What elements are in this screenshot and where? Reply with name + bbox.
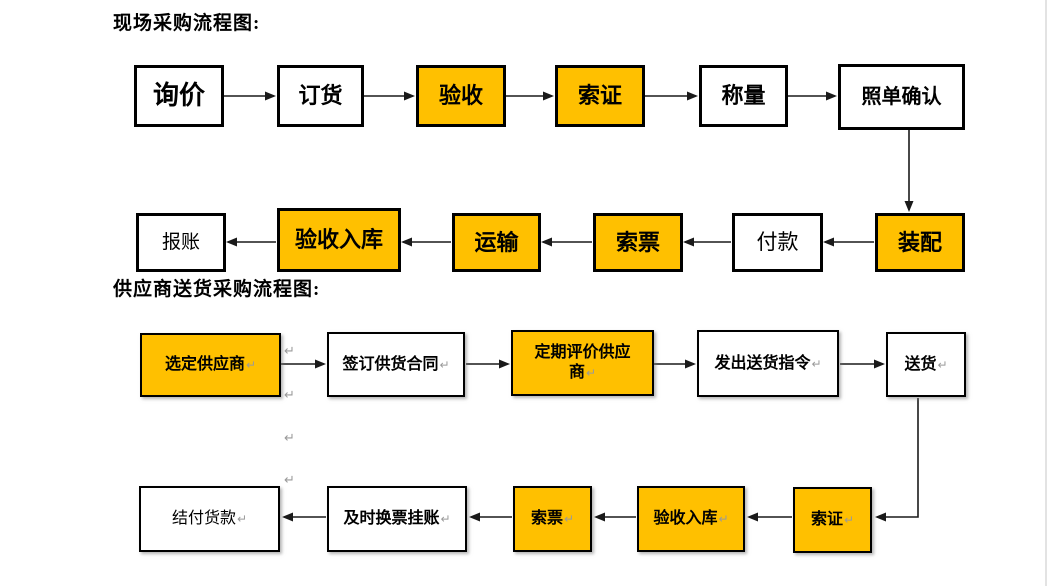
return-mark: ↵ <box>585 366 597 380</box>
flow-box-acceptance-warehousing-2: 验收入库↵ <box>637 486 745 552</box>
box-label: 验收入库 <box>294 227 383 253</box>
flow-box-order: 订货 <box>277 65 364 127</box>
box-label: 签订供货合同↵ <box>342 355 450 373</box>
return-mark: ↵ <box>937 357 948 372</box>
box-label: 索票 <box>615 229 660 255</box>
box-label: 及时换票挂账↵ <box>343 510 451 527</box>
box-label: 索证 <box>577 83 622 109</box>
return-mark: ↵ <box>440 512 451 526</box>
box-label: 验收 <box>438 83 483 109</box>
return-mark: ↵ <box>439 357 450 372</box>
flow-box-reimbursement: 报账 <box>136 213 226 272</box>
box-label: 照单确认 <box>861 85 942 108</box>
box-label: 验收入库↵ <box>653 510 729 527</box>
flow-box-issue-delivery-order: 发出送货指令↵ <box>697 330 839 397</box>
flow-box-acceptance-warehousing: 验收入库 <box>277 208 401 272</box>
return-mark: ↵ <box>236 512 248 526</box>
flow-box-acceptance: 验收 <box>416 65 506 127</box>
return-mark: ↵ <box>843 513 855 527</box>
box-label: 发出送货指令↵ <box>714 354 822 372</box>
format-return-mark: ↵ <box>284 344 295 359</box>
box-label: 运输 <box>474 229 519 255</box>
box-label: 询价 <box>152 80 205 110</box>
format-return-mark: ↵ <box>284 473 295 488</box>
flow-box-assembly: 装配 <box>875 213 965 272</box>
flow-box-request-certificate-2: 索证↵ <box>793 487 872 553</box>
flow-box-transport: 运输 <box>452 213 541 272</box>
flow-box-confirm-by-list: 照单确认 <box>838 64 965 130</box>
box-label: 报账 <box>161 231 200 253</box>
flow-box-request-invoice: 索票 <box>593 213 683 272</box>
flow-box-select-supplier: 选定供应商↵ <box>140 333 281 397</box>
return-mark: ↵ <box>718 512 729 526</box>
box-label: 定期评价供应商↵ <box>534 344 631 381</box>
box-label: 称量 <box>721 83 766 109</box>
return-mark: ↵ <box>811 356 822 371</box>
return-mark: ↵ <box>245 358 257 372</box>
flow-box-sign-supply-contract: 签订供货合同↵ <box>327 332 465 397</box>
box-label: 选定供应商↵ <box>164 356 257 373</box>
flow-box-exchange-invoice-on-account: 及时换票挂账↵ <box>327 486 467 552</box>
flow-box-request-invoice-2: 索票↵ <box>513 486 592 552</box>
flow-box-settle-payment: 结付货款↵ <box>139 486 280 552</box>
page-edge-line <box>1045 0 1047 586</box>
flow-arrow-elbow <box>875 398 919 522</box>
box-label: 索证↵ <box>810 511 855 528</box>
chart2-title: 供应商送货采购流程图: <box>113 279 321 300</box>
flow-box-inquiry: 询价 <box>134 65 224 127</box>
box-label: 送货↵ <box>904 355 948 373</box>
format-return-mark: ↵ <box>284 431 295 446</box>
chart1-title: 现场采购流程图: <box>113 13 261 34</box>
box-label: 订货 <box>298 83 343 109</box>
box-label: 装配 <box>897 229 942 255</box>
box-label: 付款 <box>756 230 799 255</box>
flow-box-request-certificate: 索证 <box>555 65 645 127</box>
flow-box-payment: 付款 <box>732 213 823 272</box>
flow-box-deliver-goods: 送货↵ <box>886 332 966 397</box>
return-mark: ↵ <box>563 512 575 526</box>
format-return-mark: ↵ <box>284 388 295 403</box>
box-label: 索票↵ <box>530 510 575 527</box>
flow-box-evaluate-supplier: 定期评价供应商↵ <box>511 330 654 396</box>
box-label: 结付货款↵ <box>171 510 248 527</box>
flow-box-weighing: 称量 <box>699 65 788 127</box>
